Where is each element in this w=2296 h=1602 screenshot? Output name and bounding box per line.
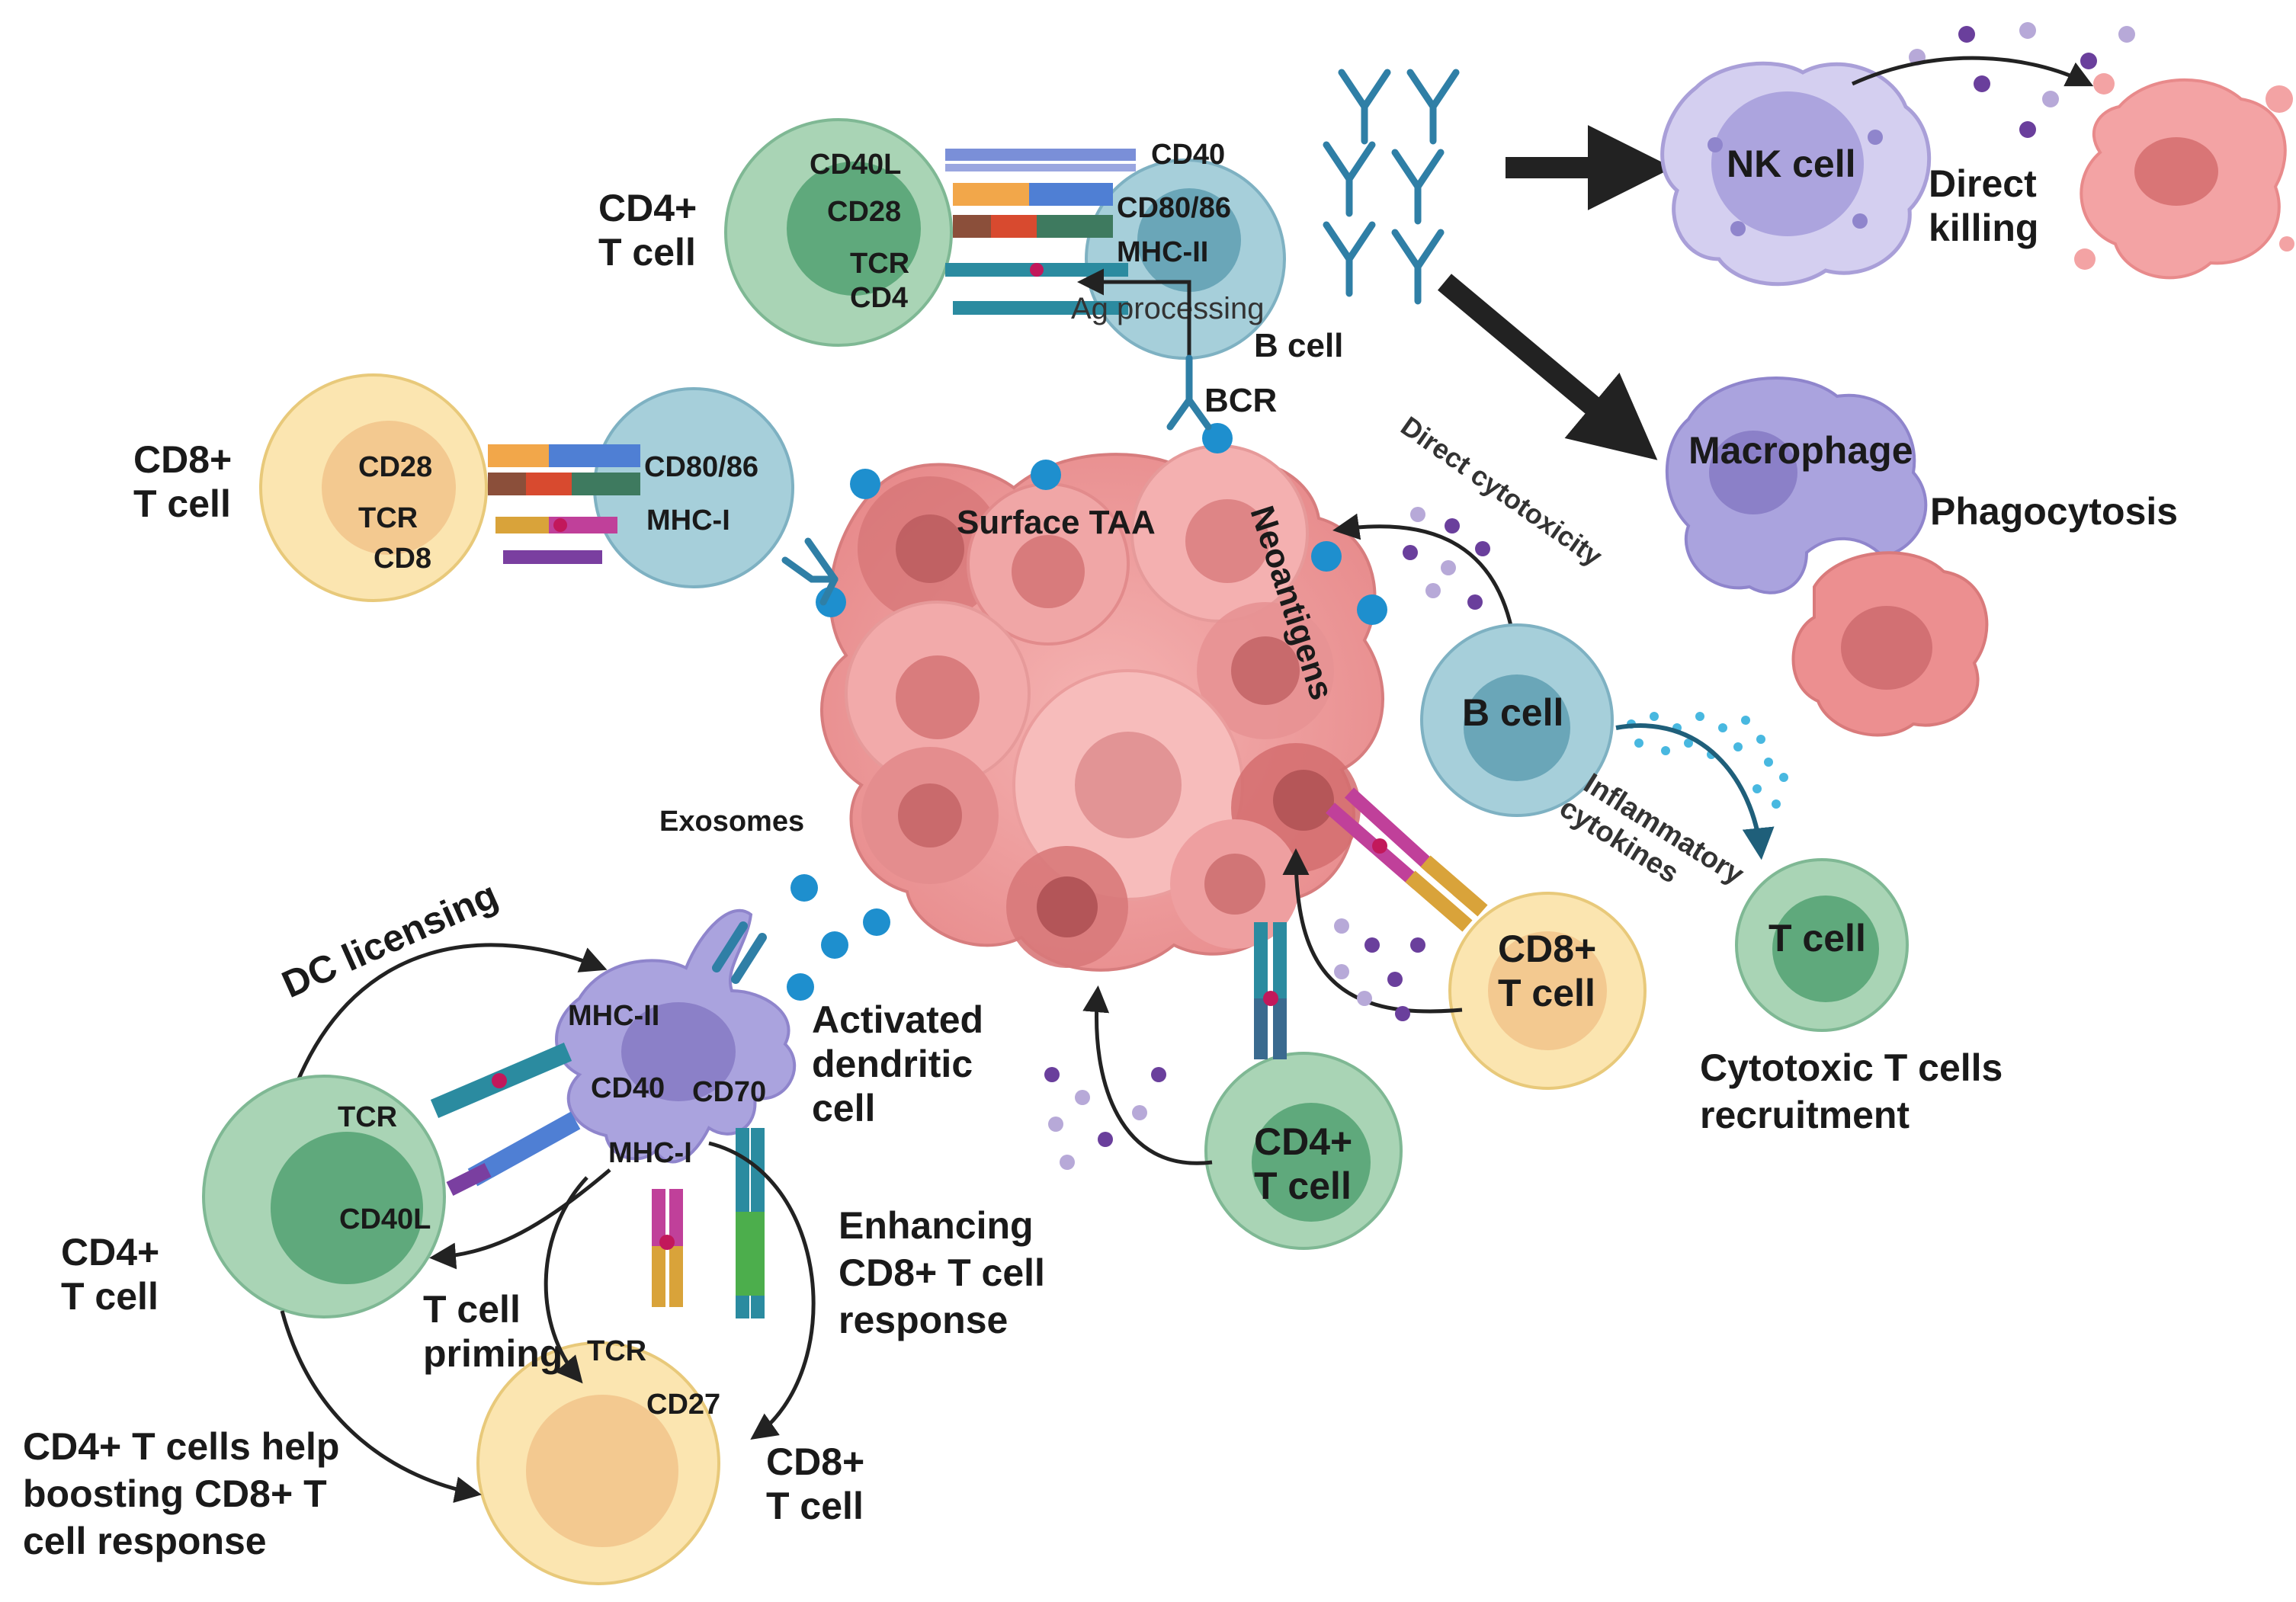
mhc-i-bl-label: MHC-I — [608, 1137, 692, 1169]
macrophage — [1665, 376, 1928, 594]
b-cell-right — [1420, 623, 1614, 817]
t-cell-right-label: T cell — [1768, 917, 1866, 960]
tcr-bl-bottom-label: TCR — [587, 1335, 646, 1367]
tumor-mass — [819, 444, 1384, 972]
dc-receptor-icon — [712, 921, 767, 984]
nk-granules — [1909, 22, 2135, 138]
dc-licensing-label: DC licensing — [276, 873, 504, 1006]
dendritic-cell — [555, 908, 797, 1164]
dc-cd4-receptors — [430, 1043, 581, 1196]
cd4-t-cell-bottom — [1204, 1052, 1403, 1250]
cd8-left-label: CD8 — [374, 543, 431, 575]
cd8-t-cell-right — [1448, 892, 1647, 1090]
mhc-i-left-label: MHC-I — [646, 505, 730, 537]
antibody-left-icon — [781, 537, 839, 606]
ag-processing-arrow — [1077, 268, 1191, 389]
enhancing-arrow — [708, 1141, 816, 1440]
cd40-label: CD40 — [1151, 139, 1225, 171]
cd4-label: CD4 — [850, 282, 908, 314]
priming-arrow-cd4 — [429, 1168, 611, 1270]
cd27-label: CD27 — [646, 1389, 720, 1421]
b-cell-top-label: B cell — [1254, 327, 1343, 364]
cd4-t-cell-top — [724, 118, 953, 347]
surface-antigens — [787, 423, 1387, 1001]
mhc-ii-label: MHC-II — [1117, 236, 1208, 268]
cd4-t-cell-bl — [202, 1075, 446, 1318]
nk-cell — [1660, 61, 1932, 287]
tcr-mhc-bottom — [1254, 922, 1287, 1059]
nk-killing-arrow — [1851, 56, 2094, 87]
cd40-bl-label: CD40 — [591, 1072, 665, 1104]
cd4-t-cell-bl-label: CD4+T cell — [61, 1231, 159, 1318]
cytokines-arrow — [1615, 723, 1775, 860]
bcr-label: BCR — [1204, 382, 1277, 419]
cd28-left-label: CD28 — [358, 451, 432, 483]
cytotoxic-granules — [1403, 507, 1490, 610]
cd8-t-cell-left-label: CD8+T cell — [133, 438, 232, 525]
t-cell-right — [1735, 858, 1909, 1032]
surface-taa-label: Surface TAA — [957, 504, 1156, 541]
mhc-ii-bl-label: MHC-II — [568, 1000, 659, 1032]
cd80-86-left-label: CD80/86 — [644, 451, 758, 483]
phagocytosis-label: Phagocytosis — [1930, 490, 2178, 533]
phagocytosed-tumor-cell — [1791, 551, 1989, 737]
nk-cell-label: NK cell — [1727, 143, 1856, 185]
antibodies-cluster — [1323, 69, 1460, 305]
cd70-label: CD70 — [692, 1076, 766, 1108]
direct-cytotoxicity-arrow — [1332, 513, 1515, 637]
cd8-t-cell-right-label: CD8+T cell — [1498, 928, 1596, 1014]
tcr-left-label: TCR — [358, 502, 418, 534]
direct-cytotoxicity-label: Direct cytotoxicity — [1395, 410, 1608, 572]
cd40l-bl-label: CD40L — [339, 1203, 431, 1235]
cd28-label: CD28 — [827, 196, 901, 228]
priming-arrow-cd8 — [544, 1176, 588, 1384]
cd8-t-cell-bl — [476, 1341, 720, 1585]
cd40l-label: CD40L — [810, 149, 901, 181]
cd4-t-cell-bottom-label: CD4+T cell — [1254, 1120, 1352, 1207]
dying-tumor-cell — [2074, 73, 2294, 280]
cd8-right-granules — [1334, 918, 1425, 1021]
ag-processing-label: Ag processing — [1071, 292, 1264, 325]
exosomes-label: Exosomes — [659, 806, 804, 838]
cd4-bottom-granules — [1044, 1067, 1166, 1170]
cd8-right-arrow — [1282, 848, 1463, 1014]
macrophage-label: Macrophage — [1688, 429, 1913, 472]
receptor-bars-left — [488, 444, 640, 564]
cd4-t-cell-top-label: CD4+T cell — [598, 187, 697, 274]
b-cell-right-label: B cell — [1462, 691, 1563, 734]
inflammatory-cytokines-label: Inflammatorycytokines — [1554, 764, 1749, 920]
tcr-mhc-right — [1326, 787, 1488, 932]
arrow-to-macrophage — [1438, 274, 1658, 460]
bcr-icon — [1166, 354, 1212, 431]
b-cell-top — [1085, 159, 1286, 360]
tcr-bl-top-label: TCR — [338, 1101, 397, 1133]
dc-cd8-receptors — [652, 1128, 765, 1318]
cd4-help-arrow — [280, 1310, 482, 1503]
cd80-86-label: CD80/86 — [1117, 192, 1231, 224]
tcr-label: TCR — [850, 248, 909, 280]
cd8-t-cell-bl-label: CD8+T cell — [766, 1440, 864, 1527]
dc-licensing-arrow — [295, 943, 608, 1083]
cd8-t-cell-left — [259, 373, 488, 602]
cd4-bottom-arrow — [1082, 985, 1213, 1165]
